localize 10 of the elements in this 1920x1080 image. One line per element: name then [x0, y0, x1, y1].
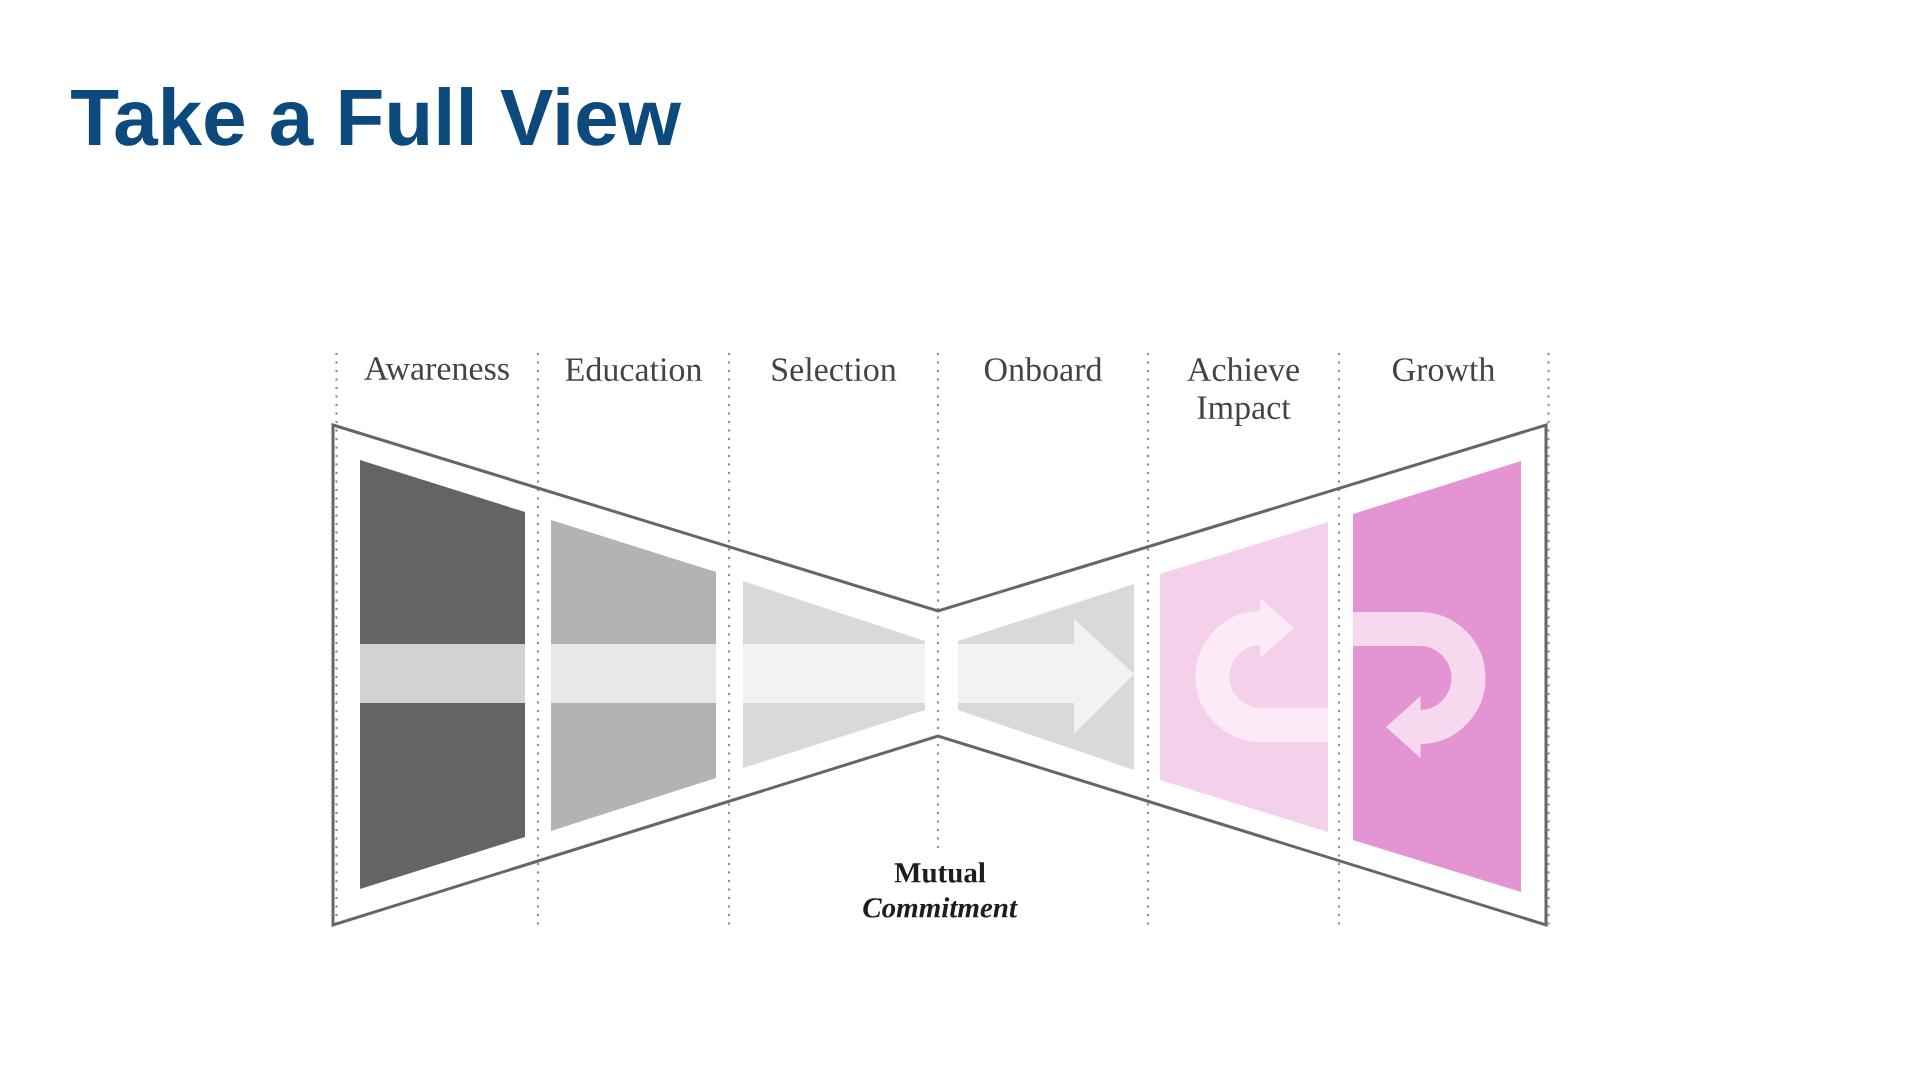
stage-heading: Growth — [1392, 357, 1495, 382]
stage-heading: Onboard — [984, 357, 1103, 382]
waist-label: Mutual Commitment — [863, 862, 1018, 918]
stage-panel — [1353, 461, 1521, 892]
stage-panel — [1160, 522, 1328, 832]
stage-heading: Selection — [772, 357, 897, 382]
stage-heading: Awareness — [364, 357, 509, 380]
stage-heading: Achieve Impact — [1187, 357, 1299, 427]
title: Take a Full View — [71, 87, 682, 146]
stage-heading: Education — [565, 357, 702, 382]
